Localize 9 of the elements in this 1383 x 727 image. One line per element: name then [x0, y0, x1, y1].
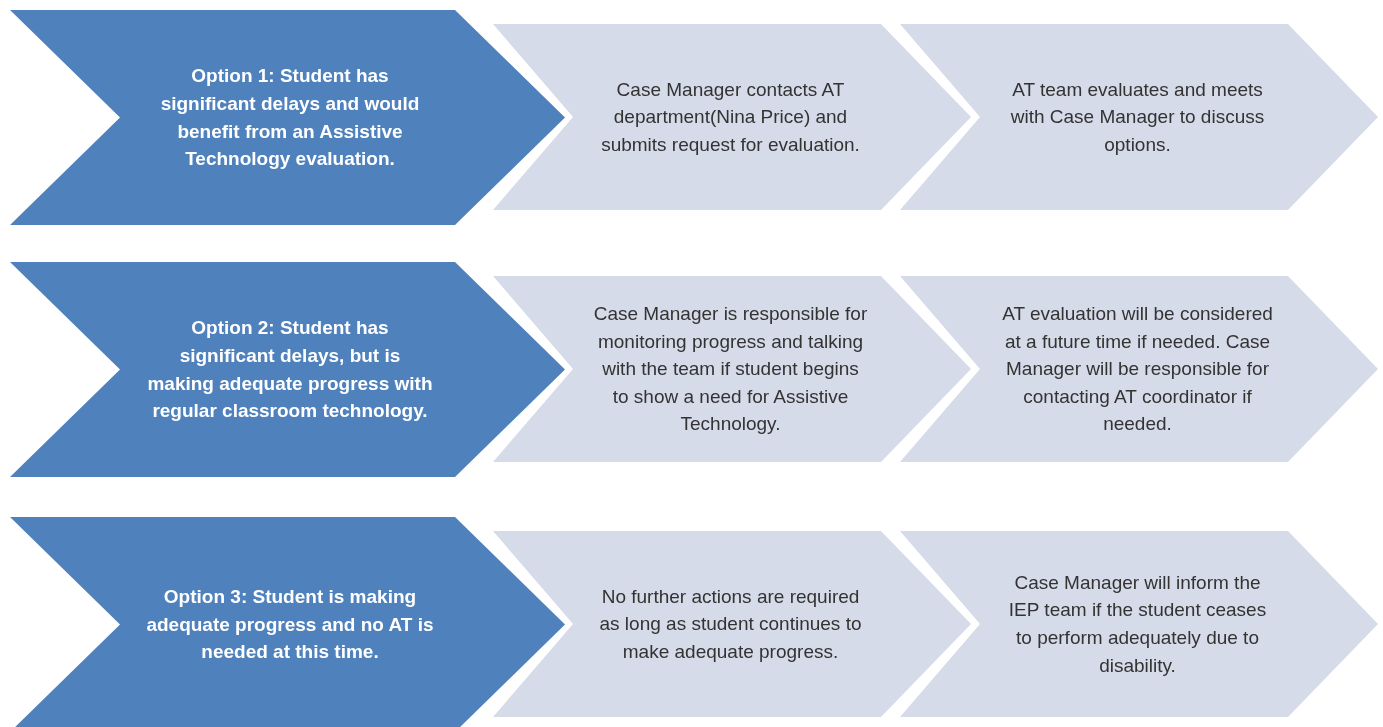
step-text: Case Manager is responsible for monitoring progress and talking with the team if student begins to show a need for Assistive Technology. — [593, 302, 868, 437]
step-text: Option 2: Student has significant delays, but is making adequate progress with regular classroom technology. — [146, 316, 434, 424]
step-text: No further actions are required as long as student continues to make adequate progress. — [598, 584, 863, 664]
step-text: AT evaluation will be considered at a future time if needed. Case Manager will be responsible for contacting AT coordinator if needed. — [1001, 302, 1274, 437]
step-text: AT team evaluates and meets with Case Manager to discuss options. — [1009, 77, 1266, 157]
step-text: Case Manager will inform the IEP team if the student ceases to perform adequately due to disability. — [1007, 570, 1268, 678]
step-text: Case Manager contacts AT department(Nina Price) and submits request for evaluation. — [600, 77, 861, 157]
step-text: Option 3: Student is making adequate progress and no AT is needed at this time. — [145, 585, 435, 665]
step-text: Option 1: Student has significant delays and would benefit from an Assistive Technology evaluation. — [159, 64, 421, 172]
